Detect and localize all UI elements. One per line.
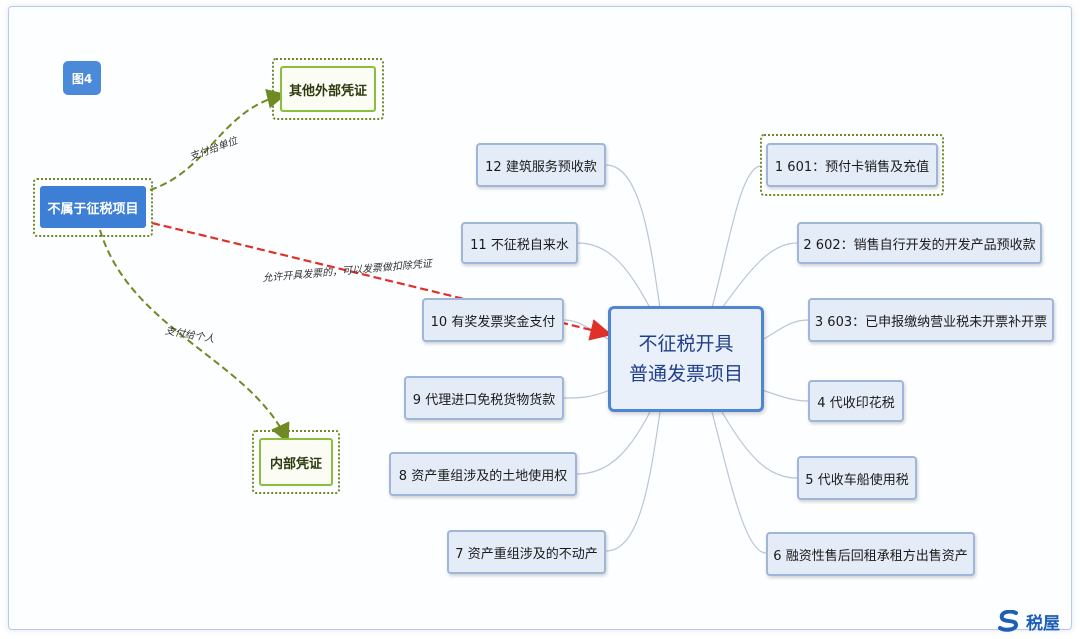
branch-right-3	[761, 319, 809, 341]
arrow-to-external	[149, 88, 287, 191]
item-11: 11 不征税自来水	[461, 222, 578, 264]
item-10: 10 有奖发票奖金支付	[422, 298, 564, 342]
main-box-frame	[33, 178, 153, 237]
logo-text: 税屋	[1026, 613, 1060, 634]
arrow-to-internal	[99, 229, 290, 444]
item-2: 2 602：销售自行开发的开发产品预收款	[797, 222, 1042, 264]
item-5: 5 代收车船使用税	[797, 456, 917, 500]
internal-box-frame	[252, 430, 340, 494]
center-line-1: 不征税开具	[638, 333, 734, 355]
branch-right-6	[711, 411, 767, 554]
branch-right-5	[721, 411, 798, 479]
item-1: 1 601：预付卡销售及充值	[766, 143, 938, 187]
item-7: 7 资产重组涉及的不动产	[447, 530, 606, 574]
branch-left-11	[577, 242, 651, 309]
item-9: 9 代理进口免税货物货款	[404, 376, 564, 420]
branch-left-9	[563, 389, 611, 399]
branch-left-12	[605, 164, 661, 309]
center-node: 不征税开具 普通发票项目	[608, 306, 764, 412]
not-taxable-box: 不属于征税项目	[40, 186, 146, 228]
s-logo-icon	[998, 610, 1019, 632]
item-12: 12 建筑服务预收款	[476, 143, 606, 187]
branch-left-8	[576, 411, 651, 475]
external-voucher-box: 其他外部凭证	[280, 66, 376, 112]
center-line-2: 普通发票项目	[628, 363, 743, 385]
external-box-frame	[272, 58, 384, 120]
item-3: 3 603：已申报缴纳营业税未开票补开票	[808, 298, 1054, 342]
internal-voucher-box: 内部凭证	[259, 438, 333, 486]
branch-right-4	[761, 389, 809, 402]
item-6: 6 融资性售后回租承租方出售资产	[766, 532, 975, 576]
branch-right-1	[711, 165, 761, 309]
brand-logo: 税屋	[996, 609, 1060, 634]
item-1-frame	[760, 134, 944, 196]
branch-right-2	[721, 242, 798, 309]
item-8: 8 资产重组涉及的土地使用权	[389, 452, 577, 496]
figure-tag: 图4	[63, 61, 101, 95]
item-4: 4 代收印花税	[808, 380, 904, 422]
right-branches	[711, 165, 809, 554]
branch-left-7	[605, 411, 661, 552]
